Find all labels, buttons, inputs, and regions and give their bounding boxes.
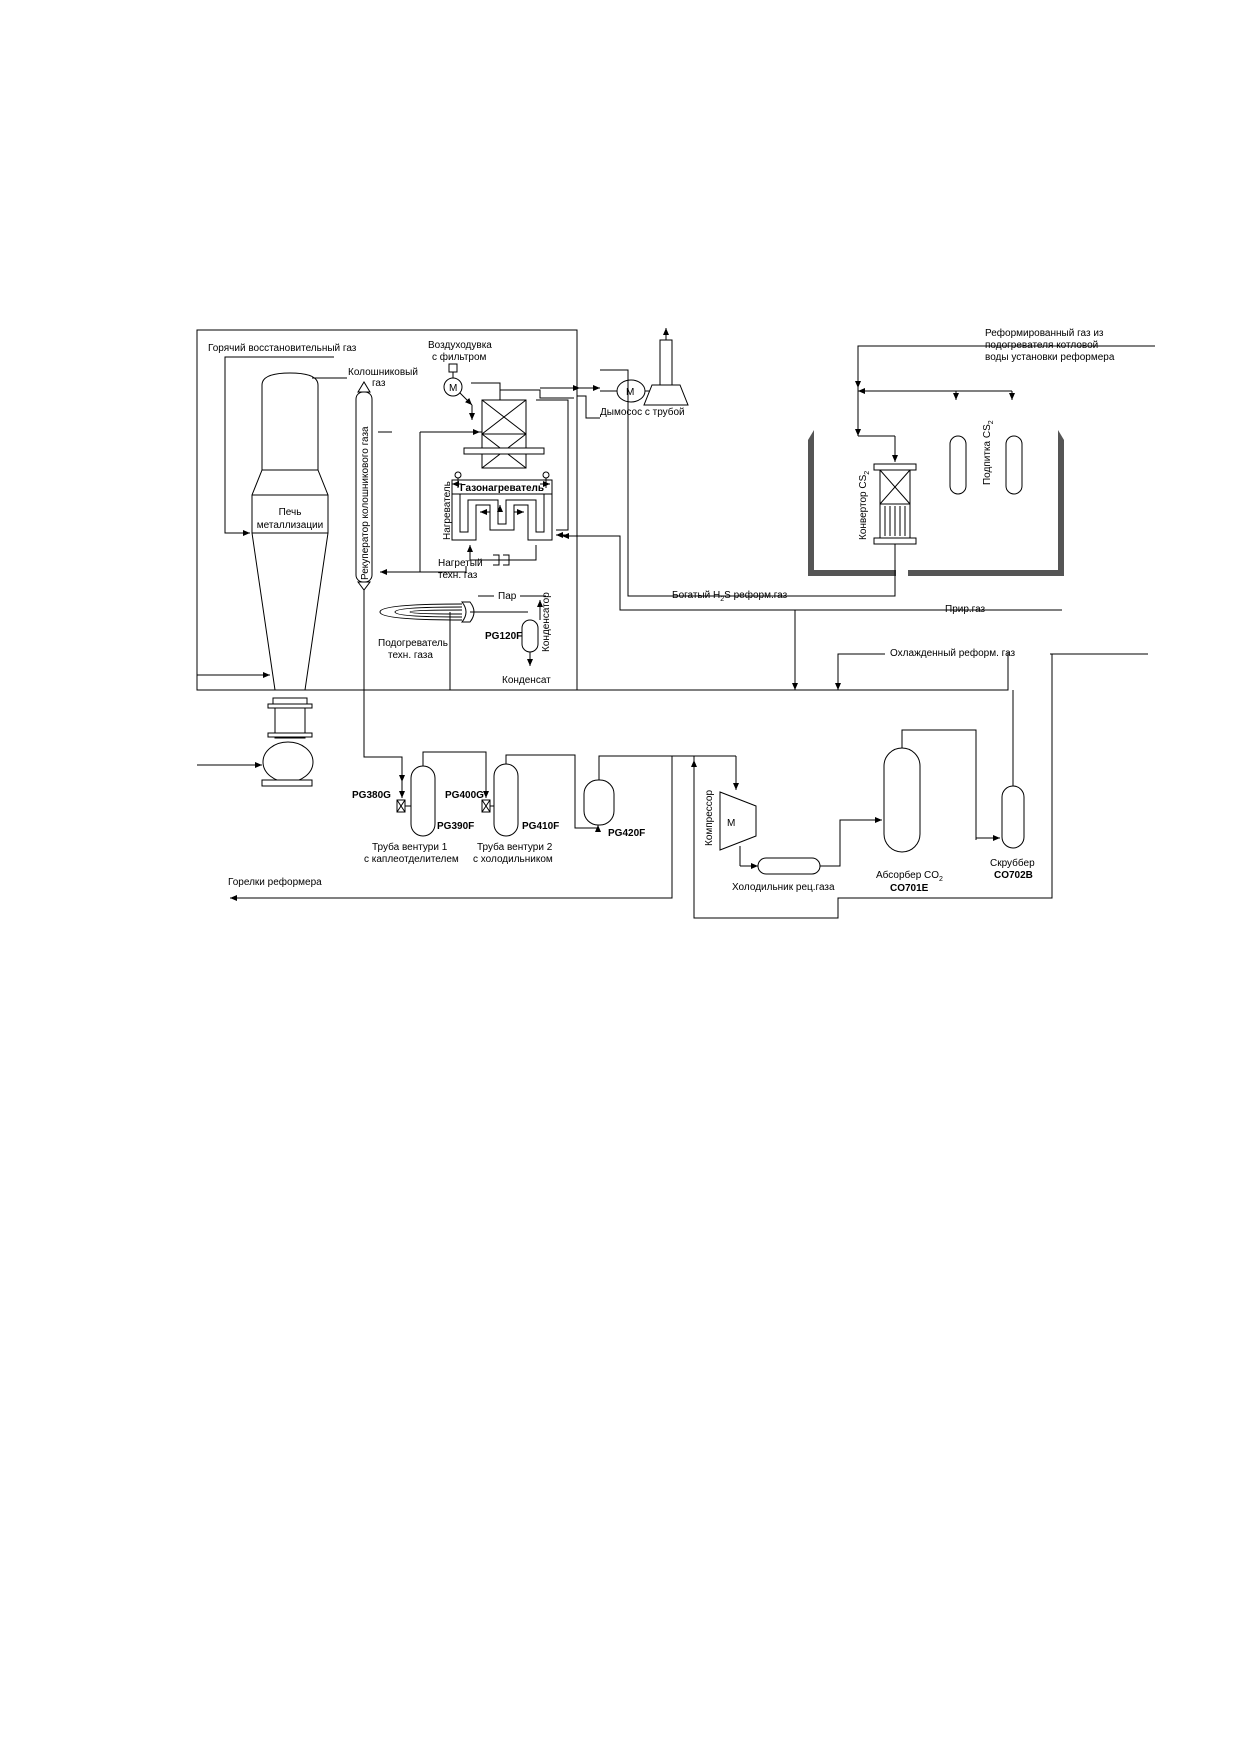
- top-gas-recuperator: [355, 381, 373, 591]
- cs2-makeup-drum-2: [1005, 435, 1023, 495]
- exhauster-label: Дымосос с трубой: [600, 406, 685, 418]
- recuperator-label: Рекуператор колошникового газа: [360, 426, 371, 580]
- metallization-furnace: [251, 372, 329, 787]
- furnace-area-boundary: [196, 329, 578, 691]
- venturi-2-cooler: [481, 763, 519, 837]
- scrubber-label: Скруббер: [990, 857, 1035, 869]
- cs2-converter: [873, 463, 917, 545]
- pg410f-label: PG410F: [522, 821, 559, 832]
- cooled-gas-label: Охлажденный реформ. газ: [890, 647, 1016, 659]
- pg120f-condenser: [521, 600, 543, 660]
- furnace-label-1: Печь: [279, 507, 302, 518]
- top-gas-label-1: Колошниковый: [348, 367, 418, 378]
- reformed-gas-label-3: воды установки реформера: [985, 351, 1115, 363]
- cs2-pit: [808, 430, 1064, 576]
- exhauster-motor-label: M: [626, 387, 634, 398]
- gas-heater-label: Газонагреватель: [460, 483, 544, 494]
- co702b-scrubber: [1001, 785, 1025, 849]
- converter-label: Конвертор CS2: [858, 471, 871, 540]
- gas-heater-box: [451, 471, 553, 541]
- blower-label-1: Воздуходувка: [428, 340, 492, 351]
- process-gas-preheater: [379, 601, 475, 623]
- venturi1-label-2: с каплеотделителем: [364, 854, 459, 865]
- burners-label: Горелки реформера: [228, 876, 322, 888]
- exhauster-with-stack: [600, 328, 689, 406]
- absorber-label: Абсорбер CO2: [876, 869, 943, 883]
- pg420f-label: PG420F: [608, 828, 645, 839]
- furnace-label-2: металлизации: [257, 520, 323, 531]
- pg400g-label: PG400G: [445, 790, 484, 801]
- cs2-makeup-drum-1: [949, 435, 967, 495]
- pg390f-label: PG390F: [437, 821, 474, 832]
- heater-vertical-label: Нагреватель: [442, 481, 453, 540]
- condenser-label: Конденсатор: [541, 592, 552, 652]
- venturi-1-scrubber: [396, 765, 436, 837]
- compressor-motor-label: M: [727, 818, 735, 829]
- rich-h2s-label: Богатый H2S реформ.газ: [672, 589, 788, 603]
- steam-label: Пар: [498, 591, 517, 602]
- venturi2-label-2: с холодильником: [473, 854, 553, 865]
- condensate-label: Конденсат: [502, 675, 551, 686]
- co701e-label: CO701E: [890, 883, 929, 894]
- reformed-gas-label-1: Реформированный газ из: [985, 327, 1104, 339]
- co702b-label: CO702B: [994, 870, 1033, 881]
- pg120f-label: PG120F: [485, 631, 522, 642]
- preheater-label-2: техн. газа: [388, 650, 433, 661]
- blower-with-filter: [443, 363, 463, 397]
- heated-gas-label-1: Нагретый: [438, 558, 483, 569]
- pg380g-label: PG380G: [352, 790, 391, 801]
- pg420f-separator: [583, 779, 615, 826]
- co2-absorber: [883, 747, 921, 853]
- heated-gas-label-2: техн. газ: [438, 570, 478, 581]
- venturi2-label-1: Труба вентури 2: [477, 841, 553, 853]
- preheater-label-1: Подогреватель: [378, 638, 448, 649]
- recycle-compressor: [719, 791, 757, 851]
- cooler-label: Холодильник рец.газа: [732, 882, 835, 893]
- venturi1-label-1: Труба вентури 1: [372, 841, 448, 853]
- makeup-label: Подпитка CS2: [982, 420, 995, 485]
- hot-reducing-gas-label: Горячий восстановительный газ: [208, 343, 357, 354]
- top-gas-label-2: газ: [372, 378, 386, 389]
- blower-motor-label: M: [449, 383, 457, 394]
- compressor-label: Компрессор: [704, 790, 715, 846]
- blower-label-2: с фильтром: [432, 351, 487, 363]
- gas-heater-column: [463, 399, 545, 469]
- recycle-gas-cooler: [757, 857, 821, 875]
